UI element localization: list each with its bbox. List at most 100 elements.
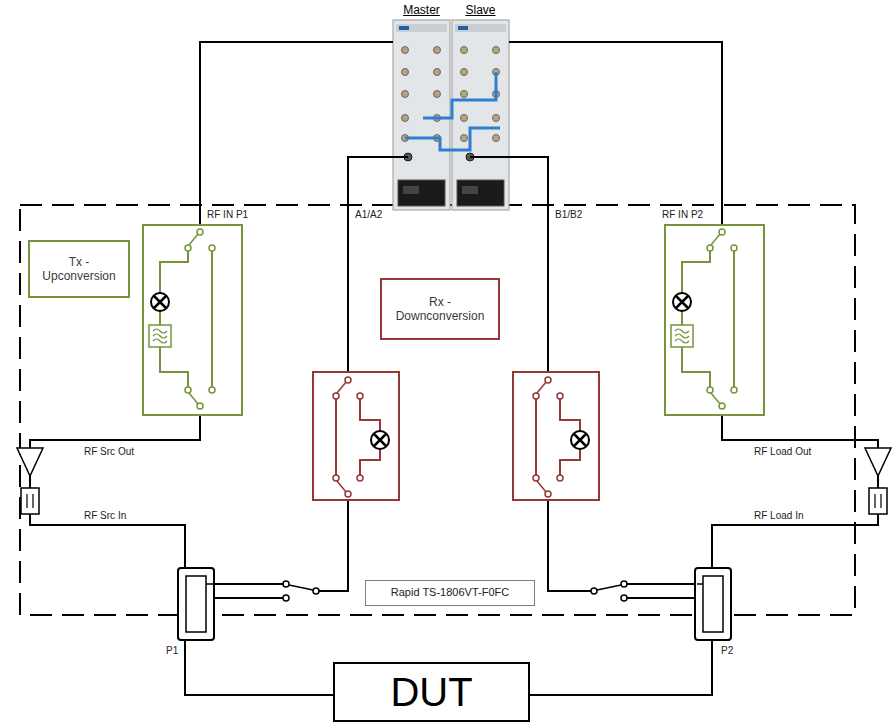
signal-name: B1/B2	[553, 209, 584, 221]
wire	[877, 476, 879, 488]
box-text: Tx - Upconversion	[36, 255, 122, 284]
downconversion-module	[513, 372, 599, 500]
box-text: Rapid TS-1806VT-F0FC	[391, 586, 509, 599]
signal-name: RF IN P1	[205, 209, 250, 221]
panel-connector	[493, 135, 500, 142]
wire	[722, 415, 878, 448]
wire	[548, 500, 591, 591]
panel-module	[398, 180, 445, 206]
coupler-symbol	[695, 568, 731, 640]
panel-logo	[399, 26, 409, 30]
switch-blade	[189, 393, 198, 404]
signal-name: A1/A2	[353, 209, 384, 221]
switch-blade	[289, 585, 313, 590]
signal-name: RF Src Out	[82, 446, 136, 458]
switch-blade	[597, 585, 621, 590]
coupler-inner	[703, 576, 723, 632]
signal-path	[682, 347, 710, 387]
model-label-box: Rapid TS-1806VT-F0FC	[365, 580, 535, 606]
switch-contact	[533, 393, 539, 399]
switch-contact	[557, 393, 563, 399]
switch-contact	[209, 245, 215, 251]
blue-cable	[423, 72, 496, 118]
isolator-arrows	[27, 494, 33, 508]
switch-contact	[591, 588, 597, 594]
panel-module	[457, 180, 504, 206]
filter-symbol	[671, 325, 693, 347]
mixer-cross	[574, 434, 586, 446]
switch-contact	[621, 595, 627, 601]
coupler-port	[697, 583, 703, 585]
panel-connector	[434, 47, 441, 54]
blue-cable	[405, 128, 500, 150]
wire	[627, 597, 697, 599]
switch-blade	[711, 393, 720, 404]
signal-name: RF IN P2	[660, 209, 705, 221]
filter-wave	[153, 329, 167, 333]
switch-blade	[337, 382, 346, 393]
signal-path	[560, 399, 580, 431]
wire	[627, 583, 697, 585]
wire	[29, 476, 31, 488]
mixer-symbol	[371, 431, 389, 449]
switch-contact	[731, 387, 737, 393]
panel-connector	[461, 69, 468, 76]
bypass-path	[733, 251, 735, 387]
switch-blade	[537, 382, 546, 393]
panel-label	[455, 24, 506, 32]
signal-path	[682, 251, 710, 293]
test-set-outline	[20, 205, 855, 615]
mixer-cross	[374, 434, 386, 446]
wire	[712, 514, 878, 568]
signal-path	[360, 449, 380, 475]
upconversion-module	[143, 225, 242, 415]
mixer-cross	[676, 296, 688, 308]
upconversion-module	[665, 225, 764, 415]
isolator-symbol	[21, 488, 39, 514]
wire	[30, 514, 185, 568]
coupler-port	[206, 583, 214, 585]
port-name: P2	[719, 645, 735, 657]
wire	[200, 42, 393, 225]
amplifier-symbol	[865, 448, 891, 476]
panel-module-detail	[403, 186, 419, 194]
instrument-panel	[393, 20, 450, 210]
switch-contact	[707, 245, 713, 251]
amplifier-symbol	[17, 448, 43, 476]
downconversion-module	[313, 372, 399, 500]
panel-connector	[402, 91, 409, 98]
filter-wave	[675, 329, 689, 333]
panel-connector	[434, 69, 441, 76]
switch-contact	[209, 387, 215, 393]
isolator-arrows	[875, 494, 881, 508]
group-label-box: Rx - Downconversion	[380, 278, 500, 340]
switch-contact	[283, 595, 289, 601]
switch-contact	[313, 588, 319, 594]
filter-symbol	[149, 325, 171, 347]
bypass-path	[335, 399, 337, 475]
instrument-panel: Master	[393, 20, 450, 210]
mixer-cross	[154, 296, 166, 308]
dut-box: DUT	[333, 662, 530, 722]
switch-blade	[337, 481, 346, 492]
filter-wave	[675, 339, 689, 343]
panel-label	[396, 24, 447, 32]
coupler-symbol	[178, 568, 214, 640]
panel-connector	[461, 47, 468, 54]
wire	[214, 597, 283, 599]
mixer-symbol	[673, 293, 691, 311]
switch-contact	[357, 393, 363, 399]
switch-blade	[189, 234, 198, 245]
instrument-panel: Slave	[452, 20, 509, 210]
switch-contact	[283, 581, 289, 587]
switch-blade	[711, 234, 720, 245]
wire	[530, 640, 712, 695]
switch-blade	[537, 481, 546, 492]
panel-connector	[402, 47, 409, 54]
coupler-inner	[186, 576, 206, 632]
signal-path	[681, 311, 683, 325]
wire	[319, 500, 348, 591]
